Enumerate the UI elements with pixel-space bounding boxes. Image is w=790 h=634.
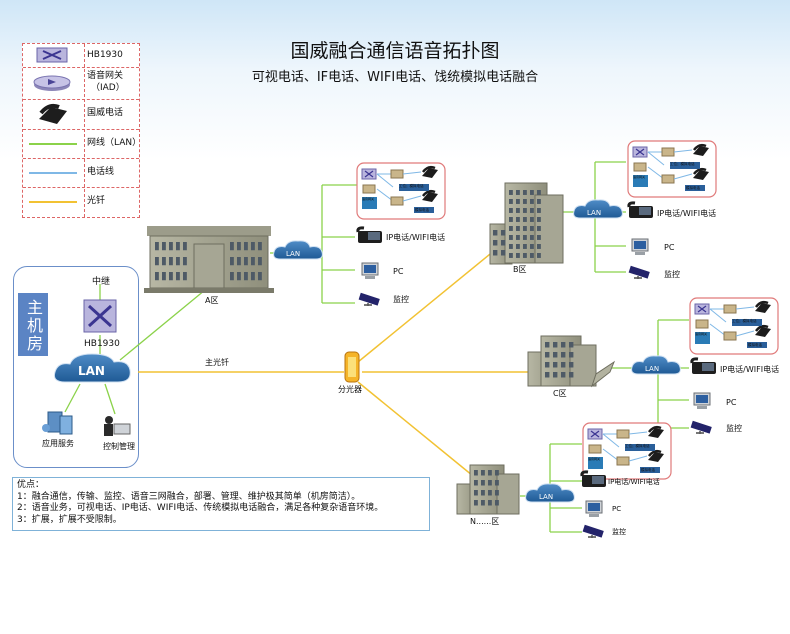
zone-c-lan-label: LAN	[645, 365, 659, 373]
zone-a-pc-label: PC	[393, 267, 404, 276]
zone-c-label: C区	[553, 389, 567, 398]
zone-a-label: A区	[205, 296, 218, 305]
zone-b-lan-label: LAN	[587, 209, 601, 217]
fiber-to-n	[357, 381, 479, 481]
zone-b-monitor-label: 监控	[664, 269, 680, 279]
legend-label-gateway: 语音网关	[87, 71, 124, 81]
zone-a-cluster-label-3: 模拟电话	[415, 207, 429, 212]
main-room-label: 主机房	[18, 293, 48, 356]
page-subtitle: 可视电话、IF电话、WIFI电话、饯统模拟电话融合	[251, 70, 539, 85]
notes-heading: 优点：	[17, 480, 45, 490]
zone-n-label: N......区	[470, 517, 499, 526]
zone-b-cluster	[628, 141, 716, 197]
zone-b-ipphone-icon	[627, 201, 655, 220]
zone-c-ipphone-label: IP电话/WIFI电话	[720, 364, 779, 374]
fiber-to-b	[357, 249, 496, 363]
legend-row-switch: HB1930	[23, 44, 139, 68]
splitter-label: 分光器	[338, 384, 362, 394]
zone-b-cluster-label-2: 语音网关	[633, 174, 645, 179]
control-label: 控制管理	[103, 441, 135, 451]
legend-line-phone	[29, 172, 77, 174]
advantages-notes: 优点： 1：融合通信，传输、监控、语音三网融合，部署、管理、维护极其简单（机房简…	[12, 477, 430, 531]
legend-row-lan: 网线（LAN）	[23, 129, 142, 159]
zone-b-camera-icon	[627, 265, 651, 280]
zone-c-windows	[545, 342, 574, 378]
zone-b-building	[489, 182, 564, 265]
zone-b-cluster-label-3: 模拟电话	[686, 185, 700, 190]
legend-label-phone-line: 电话线	[87, 167, 115, 177]
relay-label: 中继	[92, 275, 110, 287]
zone-n-pc-icon	[585, 500, 603, 518]
legend: HB1930 语音网关 （IAD） 国威电话 网线（LAN） 电话线 光钎	[22, 43, 142, 218]
splitter-icon	[344, 351, 360, 383]
zone-c-monitor-label: 监控	[726, 423, 742, 433]
legend-row-phone: 国威电话	[23, 99, 139, 130]
notes-line-1: 1：融合通信，传输、监控、语音三网融合，部署、管理、维护极其简单（机房简洁）。	[17, 491, 361, 502]
zone-a-cluster-label-2: 语音网关	[362, 196, 374, 201]
zone-c-cluster-label-2: 语音网关	[695, 331, 707, 336]
zone-c-pc-label: PC	[726, 398, 737, 407]
zone-n-cluster-label-3: 模拟电话	[641, 467, 655, 472]
control-operator-icon	[104, 416, 131, 436]
legend-row-phone-line: 电话线	[23, 158, 139, 188]
zone-a-windows	[155, 242, 262, 281]
zone-a-monitor-label: 监控	[393, 294, 409, 304]
legend-label-fiber: 光钎	[87, 196, 106, 206]
zone-a-pc-icon	[361, 262, 379, 280]
zone-n-ipphone-label: IP电话/WIFI电话	[608, 477, 660, 486]
zone-n-lan-label: LAN	[539, 493, 553, 501]
zone-n-windows	[474, 470, 499, 506]
legend-row-fiber: 光钎	[23, 187, 139, 216]
app-server-label: 应用服务	[42, 438, 74, 448]
zone-a-cluster	[357, 163, 445, 219]
zone-b-pc-label: PC	[664, 243, 675, 252]
core-switch-icon	[83, 299, 117, 333]
page-title: 国威融合通信语音拓扑图	[290, 40, 500, 62]
zone-b-label: B区	[513, 265, 527, 274]
switch-icon	[36, 47, 68, 63]
zone-c-pc-icon	[693, 392, 711, 410]
legend-divider	[84, 44, 85, 217]
notes-line-3: 3：扩展，扩展不受限制。	[17, 514, 122, 525]
core-switch-label: HB1930	[84, 339, 120, 349]
main-lan-cloud	[54, 353, 131, 383]
main-lan-label: LAN	[78, 364, 105, 378]
zone-b-pc-icon	[631, 238, 649, 256]
zone-n-camera-icon	[581, 524, 605, 539]
zone-b-windows	[493, 190, 541, 258]
zone-c-cluster-label-3: 模拟电话	[748, 342, 762, 347]
zone-n-monitor-label: 监控	[612, 527, 626, 536]
zone-c-cluster-label-1: 工位；模拟电话	[732, 318, 757, 323]
zone-b-cluster-label-1: 工位；模拟电话	[670, 161, 695, 166]
legend-line-fiber	[29, 201, 77, 203]
legend-label-gateway-2: （IAD）	[91, 83, 125, 93]
zone-c-camera-icon	[689, 420, 713, 435]
zone-n-pc-label: PC	[612, 505, 621, 513]
zone-n-cluster-label-1: 工位；模拟电话	[625, 443, 650, 448]
legend-label-lan: 网线（LAN）	[87, 138, 142, 148]
zone-c-cluster	[690, 298, 778, 354]
gateway-icon	[33, 75, 71, 91]
notes-line-2: 2：语音业务，可视电话、IP电话、WIFI电话、传统模拟电话融合，满足各种复杂语…	[17, 503, 384, 513]
zone-n-cluster-label-2: 语音网关	[588, 456, 600, 461]
app-server-icon	[42, 411, 73, 435]
main-fiber-label: 主光钎	[205, 357, 229, 367]
zone-a-ipphone-label: IP电话/WIFI电话	[386, 232, 445, 242]
fiber-lines	[138, 249, 530, 481]
legend-line-lan	[29, 143, 77, 145]
phone-icon	[39, 103, 67, 124]
legend-label-switch: HB1930	[87, 50, 123, 60]
zone-a-lan-label: LAN	[286, 250, 300, 258]
zone-b-ipphone-label: IP电话/WIFI电话	[657, 208, 716, 218]
zone-a-ipphone-icon	[356, 226, 384, 245]
zone-n-cluster	[583, 423, 671, 479]
zone-a-camera-icon	[357, 292, 381, 307]
zone-a-cluster-label-1: 工位；模拟电话	[399, 183, 424, 188]
legend-row-gateway: 语音网关 （IAD）	[23, 67, 139, 100]
zone-c-ipphone-icon	[690, 357, 718, 376]
legend-label-phone: 国威电话	[87, 108, 124, 118]
